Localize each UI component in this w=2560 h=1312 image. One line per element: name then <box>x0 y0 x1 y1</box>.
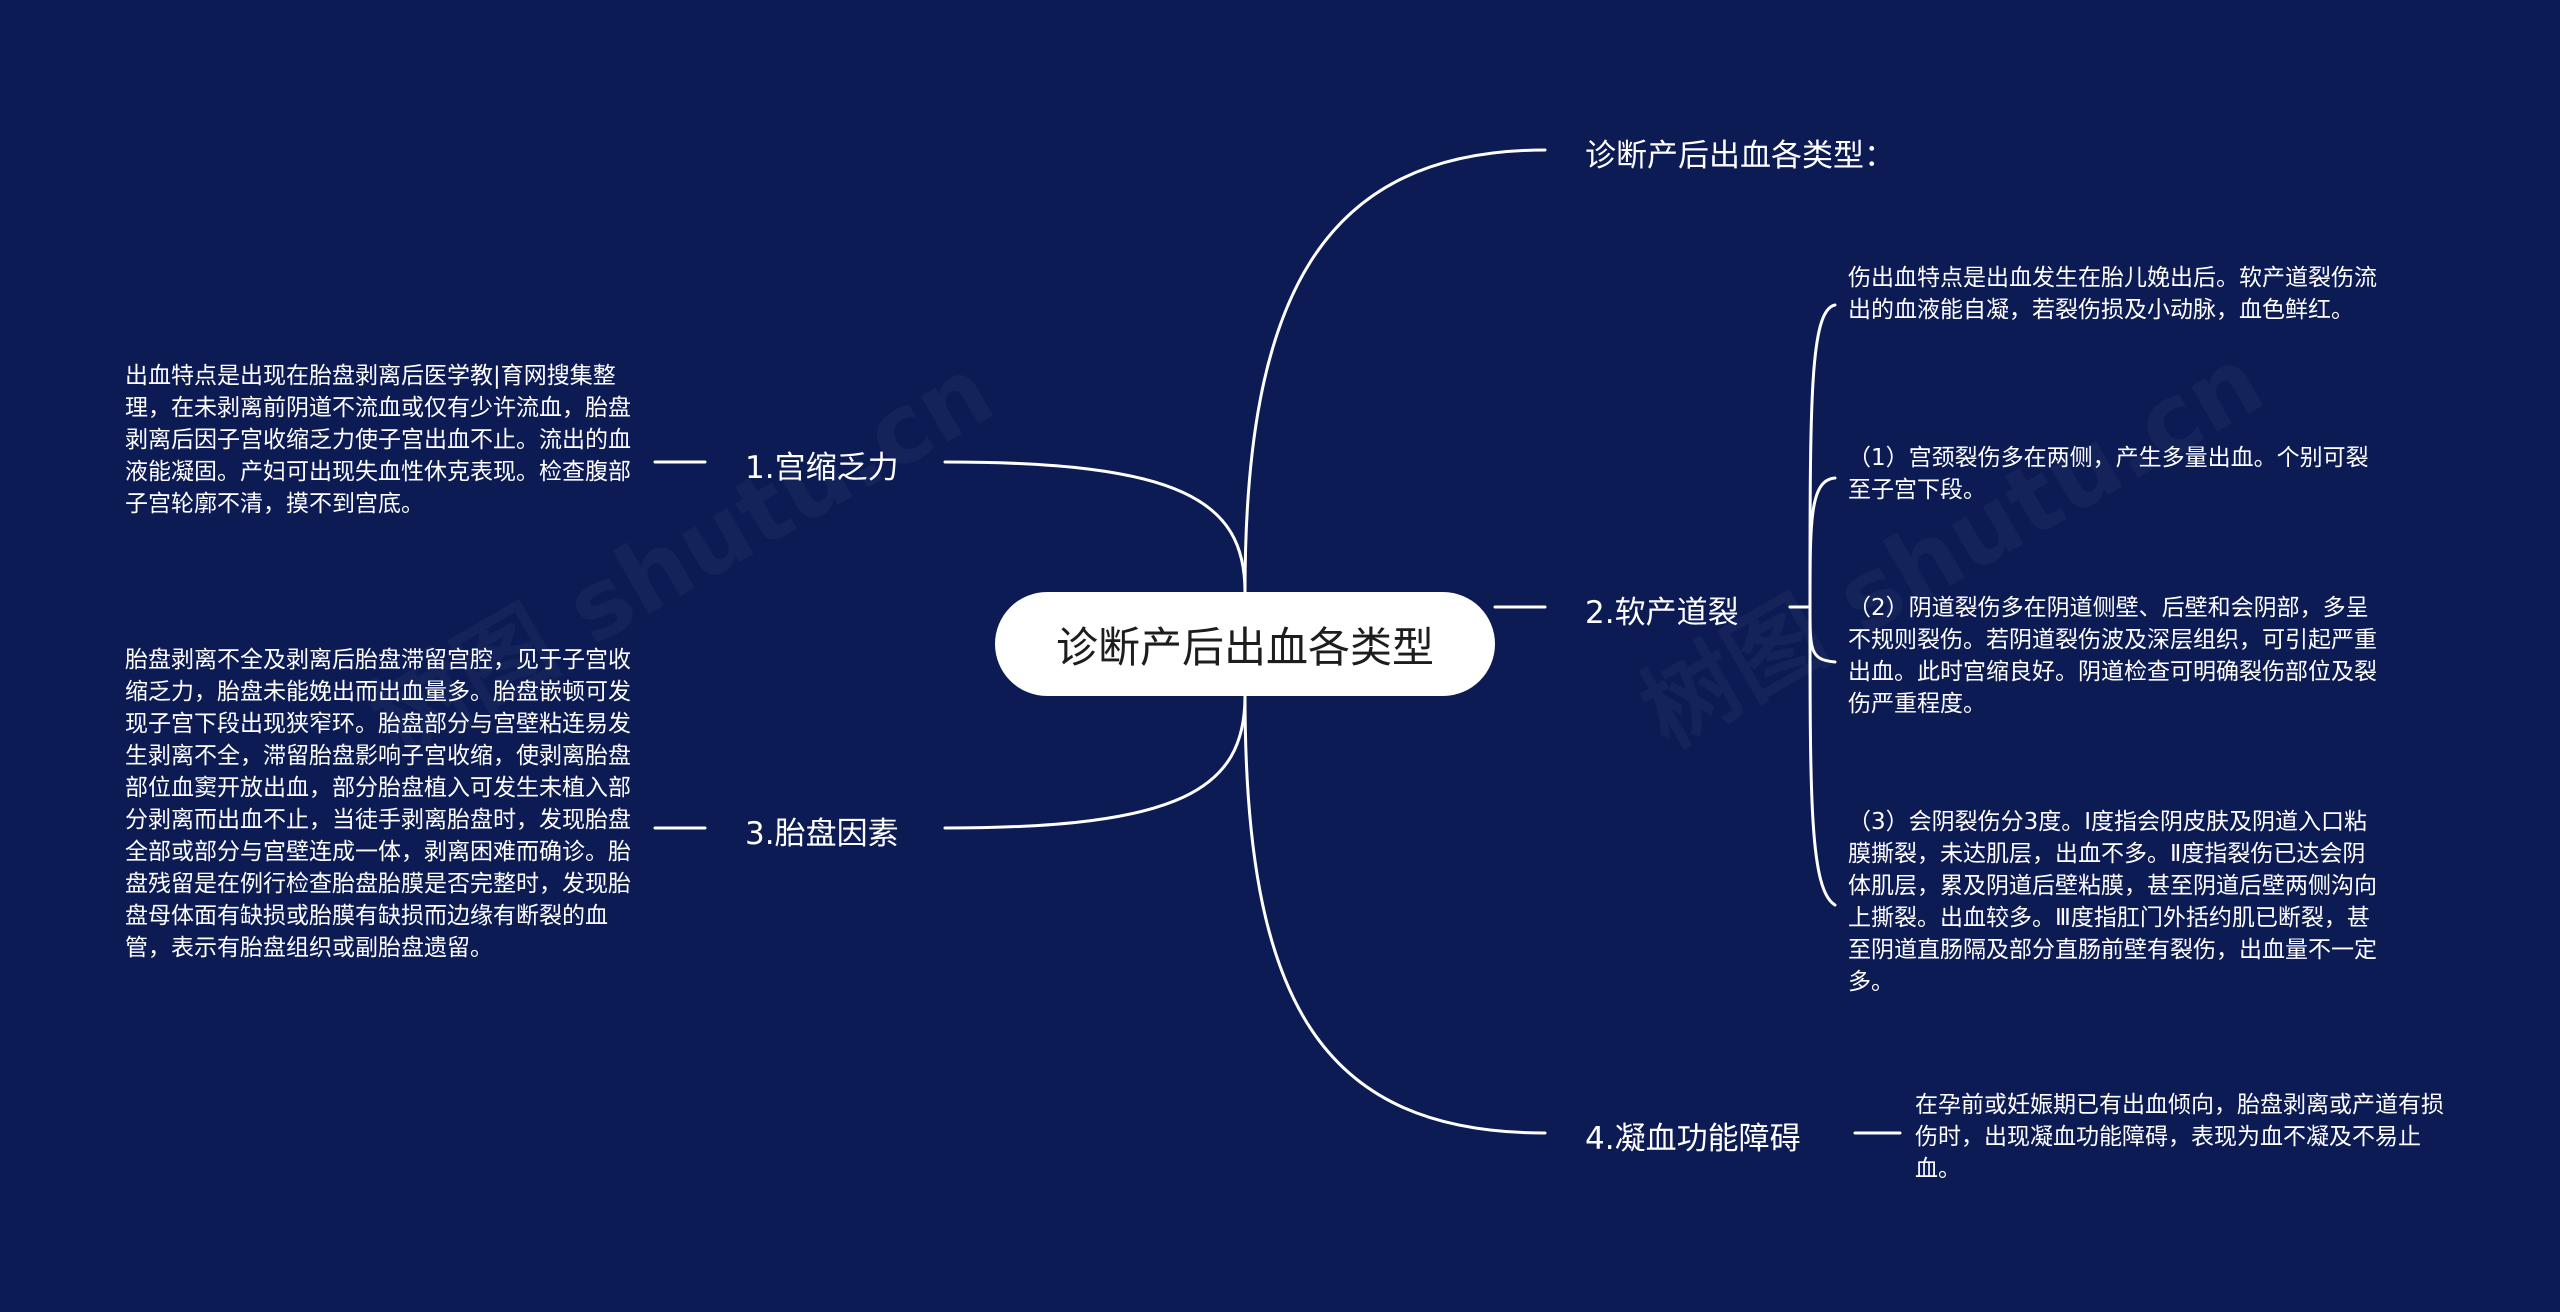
branch-coagulation-disorder[interactable]: 4.凝血功能障碍 <box>1585 1121 1801 1157</box>
leaf-coagulation-text: 在孕前或妊娠期已有出血倾向，胎盘剥离或产道有损伤时，出现凝血功能障碍，表现为血不… <box>1915 1092 2444 1182</box>
bracket-l2d <box>1808 605 1837 907</box>
branch-placental-factors[interactable]: 3.胎盘因素 <box>745 816 899 852</box>
bracket-l2b <box>1808 476 1837 609</box>
root-node[interactable]: 诊断产后出血各类型 <box>995 592 1495 696</box>
branch-diagnosis-types[interactable]: 诊断产后出血各类型： <box>1585 138 1895 174</box>
branch-soft-birth-canal-tear[interactable]: 2.软产道裂 <box>1585 595 1739 631</box>
connector-root-b0 <box>1243 148 1547 594</box>
leaf-cervical-tear: （1）宫颈裂伤多在两侧，产生多量出血。个别可裂至子宫下段。 <box>1848 445 2369 503</box>
root-label: 诊断产后出血各类型 <box>1055 622 1434 672</box>
leaf-soft-tear-general: 伤出血特点是出血发生在胎儿娩出后。软产道裂伤流出的血液能自凝，若裂伤损及小动脉，… <box>1848 265 2377 323</box>
leaf-uterine-atony-text: 出血特点是出现在胎盘剥离后医学教|育网搜集整理，在未剥离前阴道不流血或仅有少许流… <box>125 363 631 517</box>
leaf-perineal-tear: （3）会阴裂伤分3度。Ⅰ度指会阴皮肤及阴道入口粘膜撕裂，未达肌层，出血不多。Ⅱ度… <box>1848 809 2377 995</box>
bracket-l2a <box>1808 303 1837 609</box>
connector-root-b4 <box>1243 694 1547 1135</box>
branch-uterine-atony[interactable]: 1.宫缩乏力 <box>745 450 899 486</box>
leaf-vaginal-tear: （2）阴道裂伤多在阴道侧壁、后壁和会阴部，多呈不规则裂伤。若阴道裂伤波及深层组织… <box>1848 595 2377 717</box>
bracket-l2c <box>1808 605 1837 664</box>
connector-root-b3 <box>943 694 1247 830</box>
connector-root-b1 <box>943 460 1247 594</box>
leaf-placental-factors-text: 胎盘剥离不全及剥离后胎盘滞留宫腔，见于子宫收缩乏力，胎盘未能娩出而出血量多。胎盘… <box>125 647 631 961</box>
